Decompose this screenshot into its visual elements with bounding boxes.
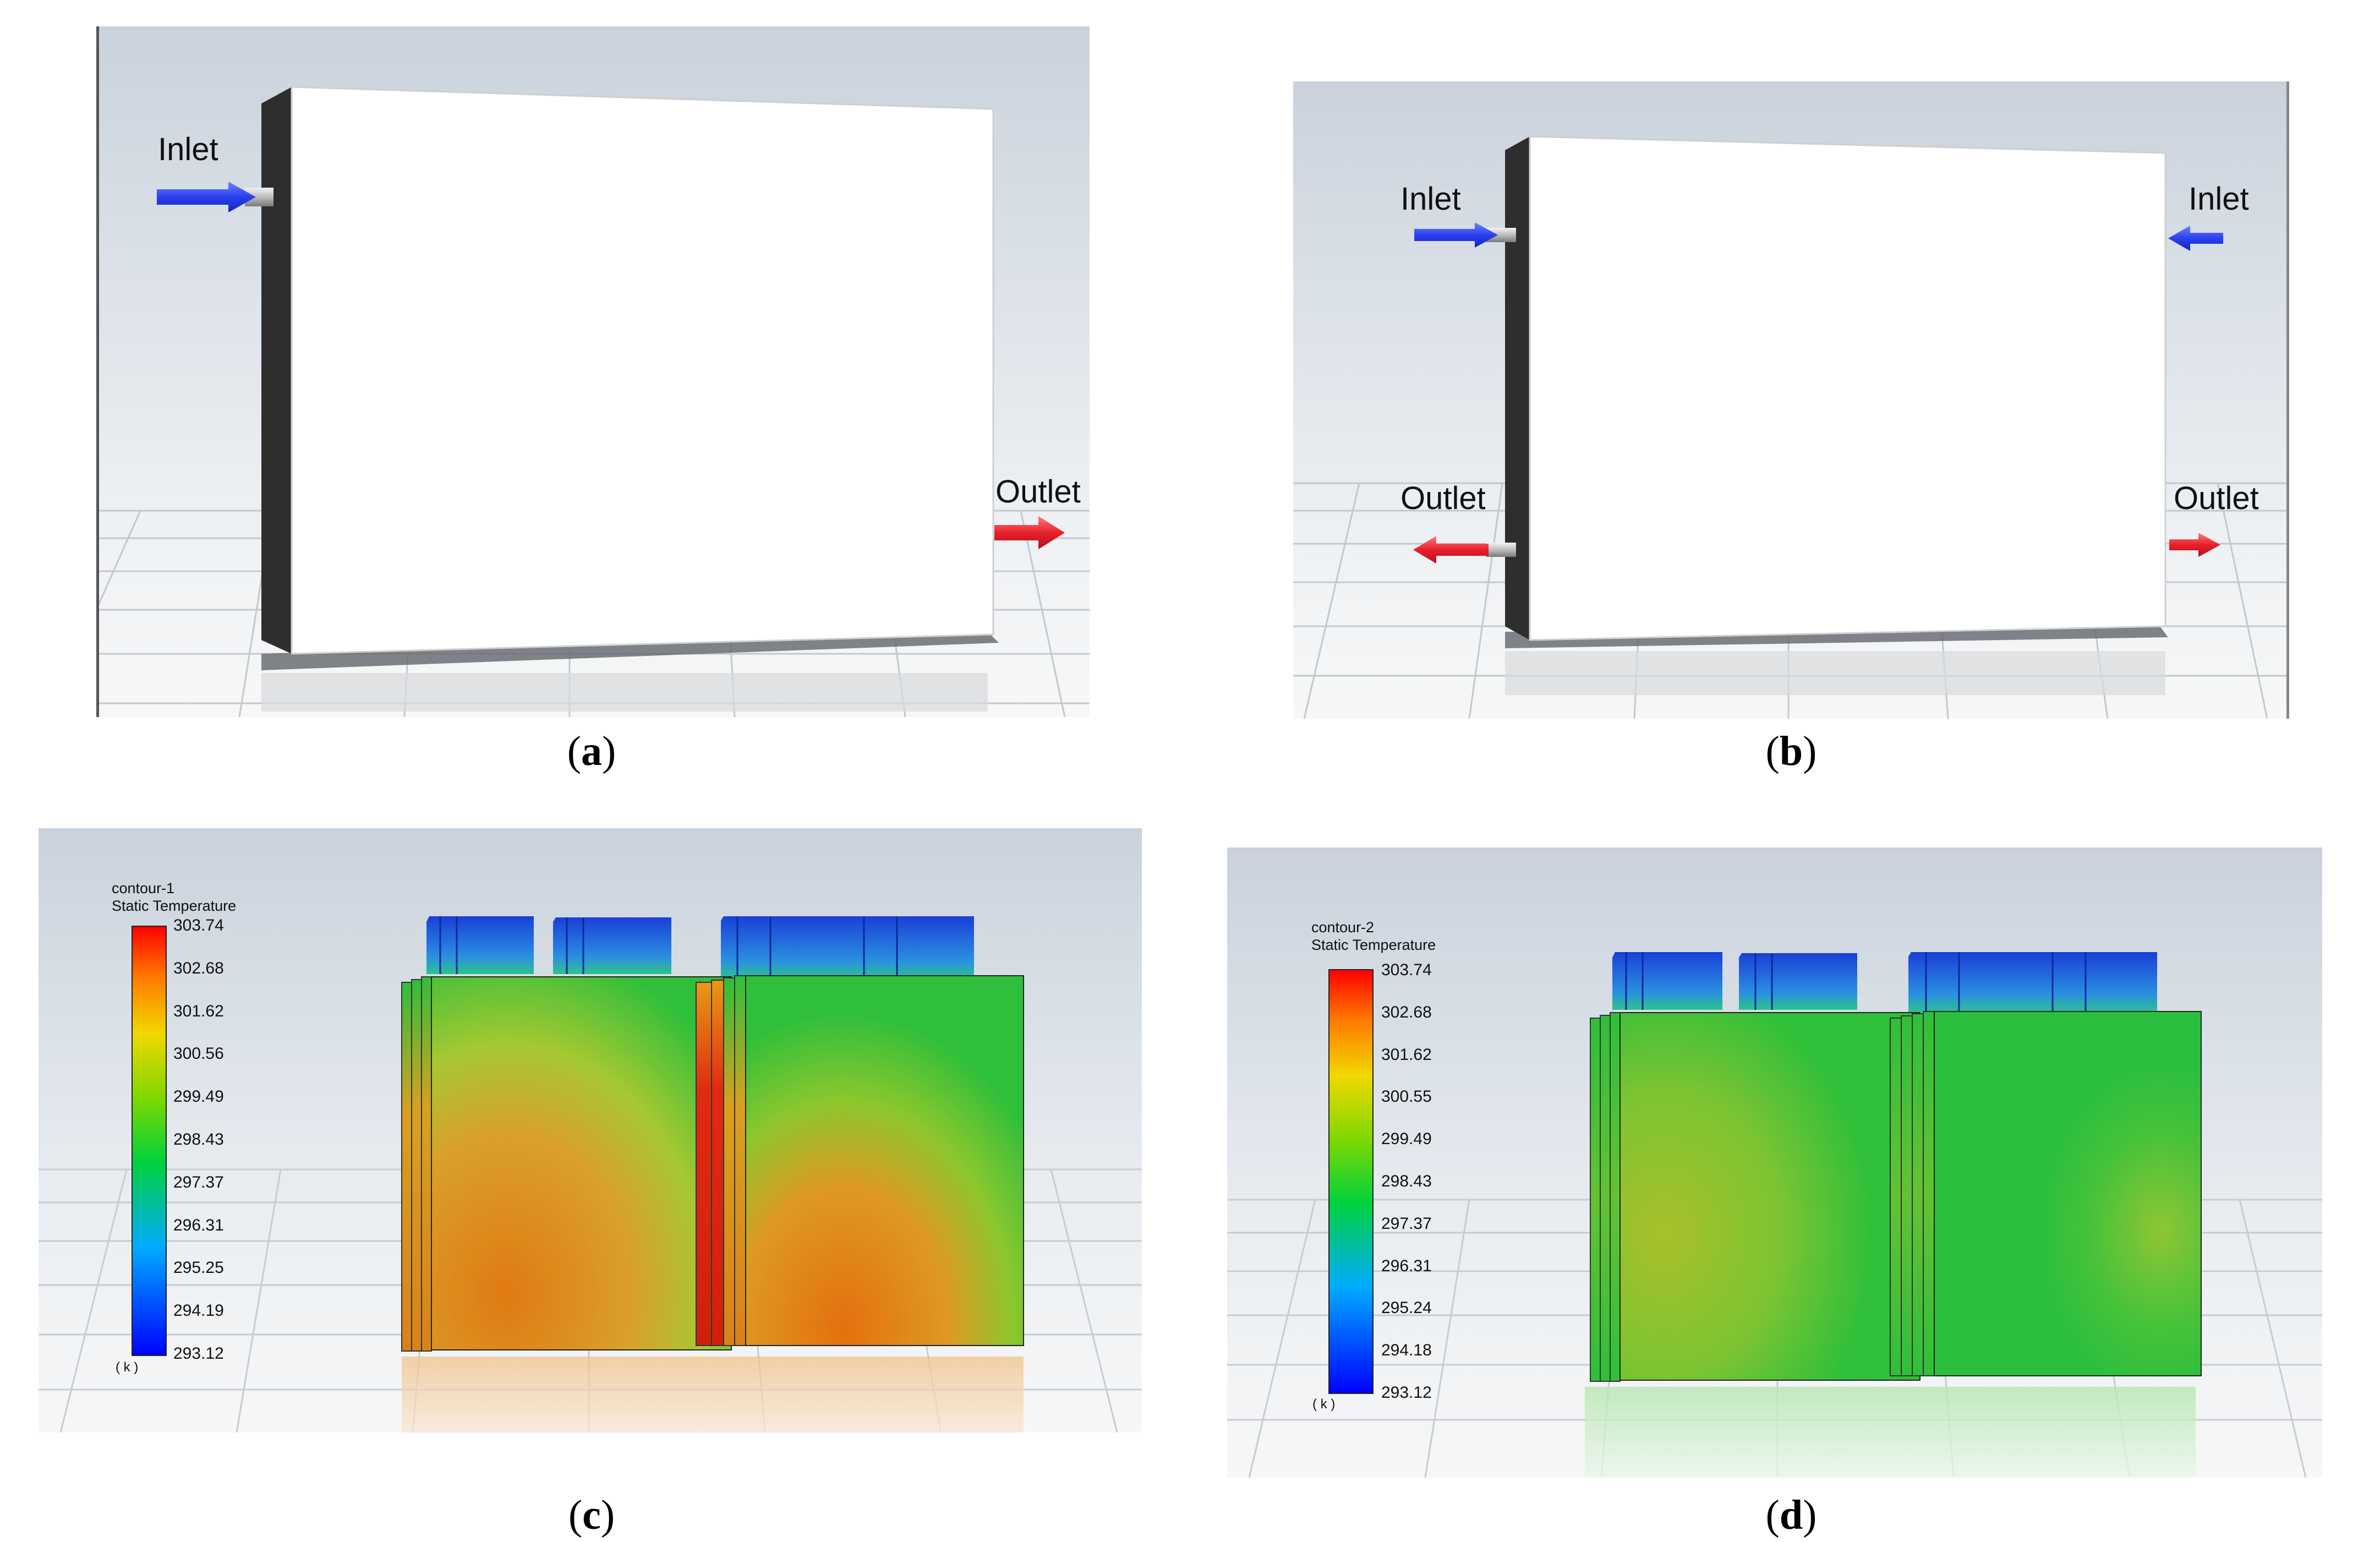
panel-a-scene	[96, 26, 1090, 717]
legend-tick-label: 293.12	[1381, 1384, 1432, 1402]
inlet-arrow	[157, 182, 256, 212]
inlet-right-label: Inlet	[2188, 181, 2249, 217]
cell-tabs	[426, 916, 974, 980]
legend-tick-label: 296.31	[1381, 1256, 1432, 1275]
panel-b-geometry-view: Inlet Inlet Outlet Outlet	[1293, 81, 2289, 719]
legend-unit: ( k )	[1312, 1397, 1336, 1412]
outlet-right-label: Outlet	[2174, 480, 2259, 516]
cell-face-right	[1934, 1011, 2202, 1376]
legend-color-bar	[132, 926, 167, 1356]
legend-color-bar	[1328, 969, 1374, 1394]
inlet-left-label: Inlet	[1400, 181, 1461, 217]
legend-tick-label: 300.55	[1381, 1087, 1432, 1106]
panel-a-geometry-view: Inlet Outlet	[96, 26, 1090, 717]
legend-tick-label: 302.68	[1381, 1003, 1432, 1021]
legend-tick-label: 302.68	[173, 959, 224, 977]
legend-quantity: Static Temperature	[112, 898, 237, 914]
body-shadow	[261, 632, 999, 670]
legend-tick-label: 295.25	[173, 1259, 224, 1277]
legend-tick-label: 303.74	[173, 916, 224, 934]
reflection	[402, 1357, 1024, 1432]
body-front-face	[1529, 135, 2166, 641]
legend-tick-label: 303.74	[1381, 961, 1432, 979]
legend-unit: ( k )	[116, 1360, 139, 1375]
reflection	[1585, 1387, 2196, 1478]
legend-tick-label: 301.62	[1381, 1045, 1432, 1064]
caption-d: (d)	[1765, 1492, 1817, 1538]
legend-tick-label: 295.24	[1381, 1299, 1432, 1317]
panel-d-temperature-contour: contour-2 Static Temperature 303.74 302.6…	[1227, 847, 2322, 1478]
cell-stack-middle-edges	[1890, 1011, 1935, 1376]
panel-d-scene	[1227, 847, 2322, 1478]
cell-face-left	[431, 976, 732, 1350]
inlet-right-arrow	[2168, 226, 2223, 251]
caption-b: (b)	[1765, 728, 1817, 774]
cell-tabs	[1612, 952, 2157, 1013]
caption-a: (a)	[567, 728, 616, 774]
legend-tick-label: 299.49	[173, 1087, 224, 1106]
legend-tick-label: 294.19	[173, 1302, 224, 1320]
legend-tick-label: 297.37	[173, 1173, 224, 1191]
cell-face-right	[745, 975, 1024, 1346]
outlet-left-label: Outlet	[1400, 480, 1486, 516]
body-front-face	[291, 86, 994, 655]
panel-c-scene	[39, 828, 1142, 1432]
outlet-label: Outlet	[995, 474, 1081, 510]
legend-tick-label: 297.37	[1381, 1214, 1432, 1233]
body-side-face	[261, 87, 292, 654]
cell-stack-left-edges	[401, 976, 432, 1352]
legend-tick-label: 299.49	[1381, 1130, 1432, 1149]
outlet-left-pipe	[1486, 543, 1516, 557]
legend-tick-label: 300.56	[173, 1045, 224, 1063]
panel-b-scene	[1293, 81, 2289, 719]
inlet-label: Inlet	[158, 132, 218, 167]
legend-tick-label: 293.12	[173, 1344, 224, 1363]
body-side-face	[1505, 136, 1530, 640]
legend-name: contour-1	[112, 880, 175, 896]
caption-c: (c)	[568, 1492, 615, 1538]
legend-tick-label: 301.62	[173, 1002, 224, 1020]
cell-stack-middle-edges	[696, 975, 746, 1346]
legend-tick-label: 296.31	[173, 1216, 224, 1234]
outlet-arrow	[994, 516, 1065, 549]
cell-face-left	[1620, 1012, 1921, 1381]
inlet-left-arrow	[1414, 222, 1498, 248]
cell-stack-left-edges	[1590, 1012, 1621, 1382]
legend-name: contour-2	[1311, 919, 1375, 936]
legend-tick-label: 298.43	[1381, 1172, 1432, 1190]
legend-tick-label: 298.43	[173, 1130, 224, 1149]
legend-tick-label: 294.18	[1381, 1341, 1432, 1360]
legend-quantity: Static Temperature	[1311, 937, 1436, 953]
outlet-right-arrow	[2169, 533, 2220, 557]
outlet-left-arrow	[1413, 536, 1489, 564]
panel-c-temperature-contour: contour-1 Static Temperature 303.74 302.6…	[39, 828, 1142, 1432]
